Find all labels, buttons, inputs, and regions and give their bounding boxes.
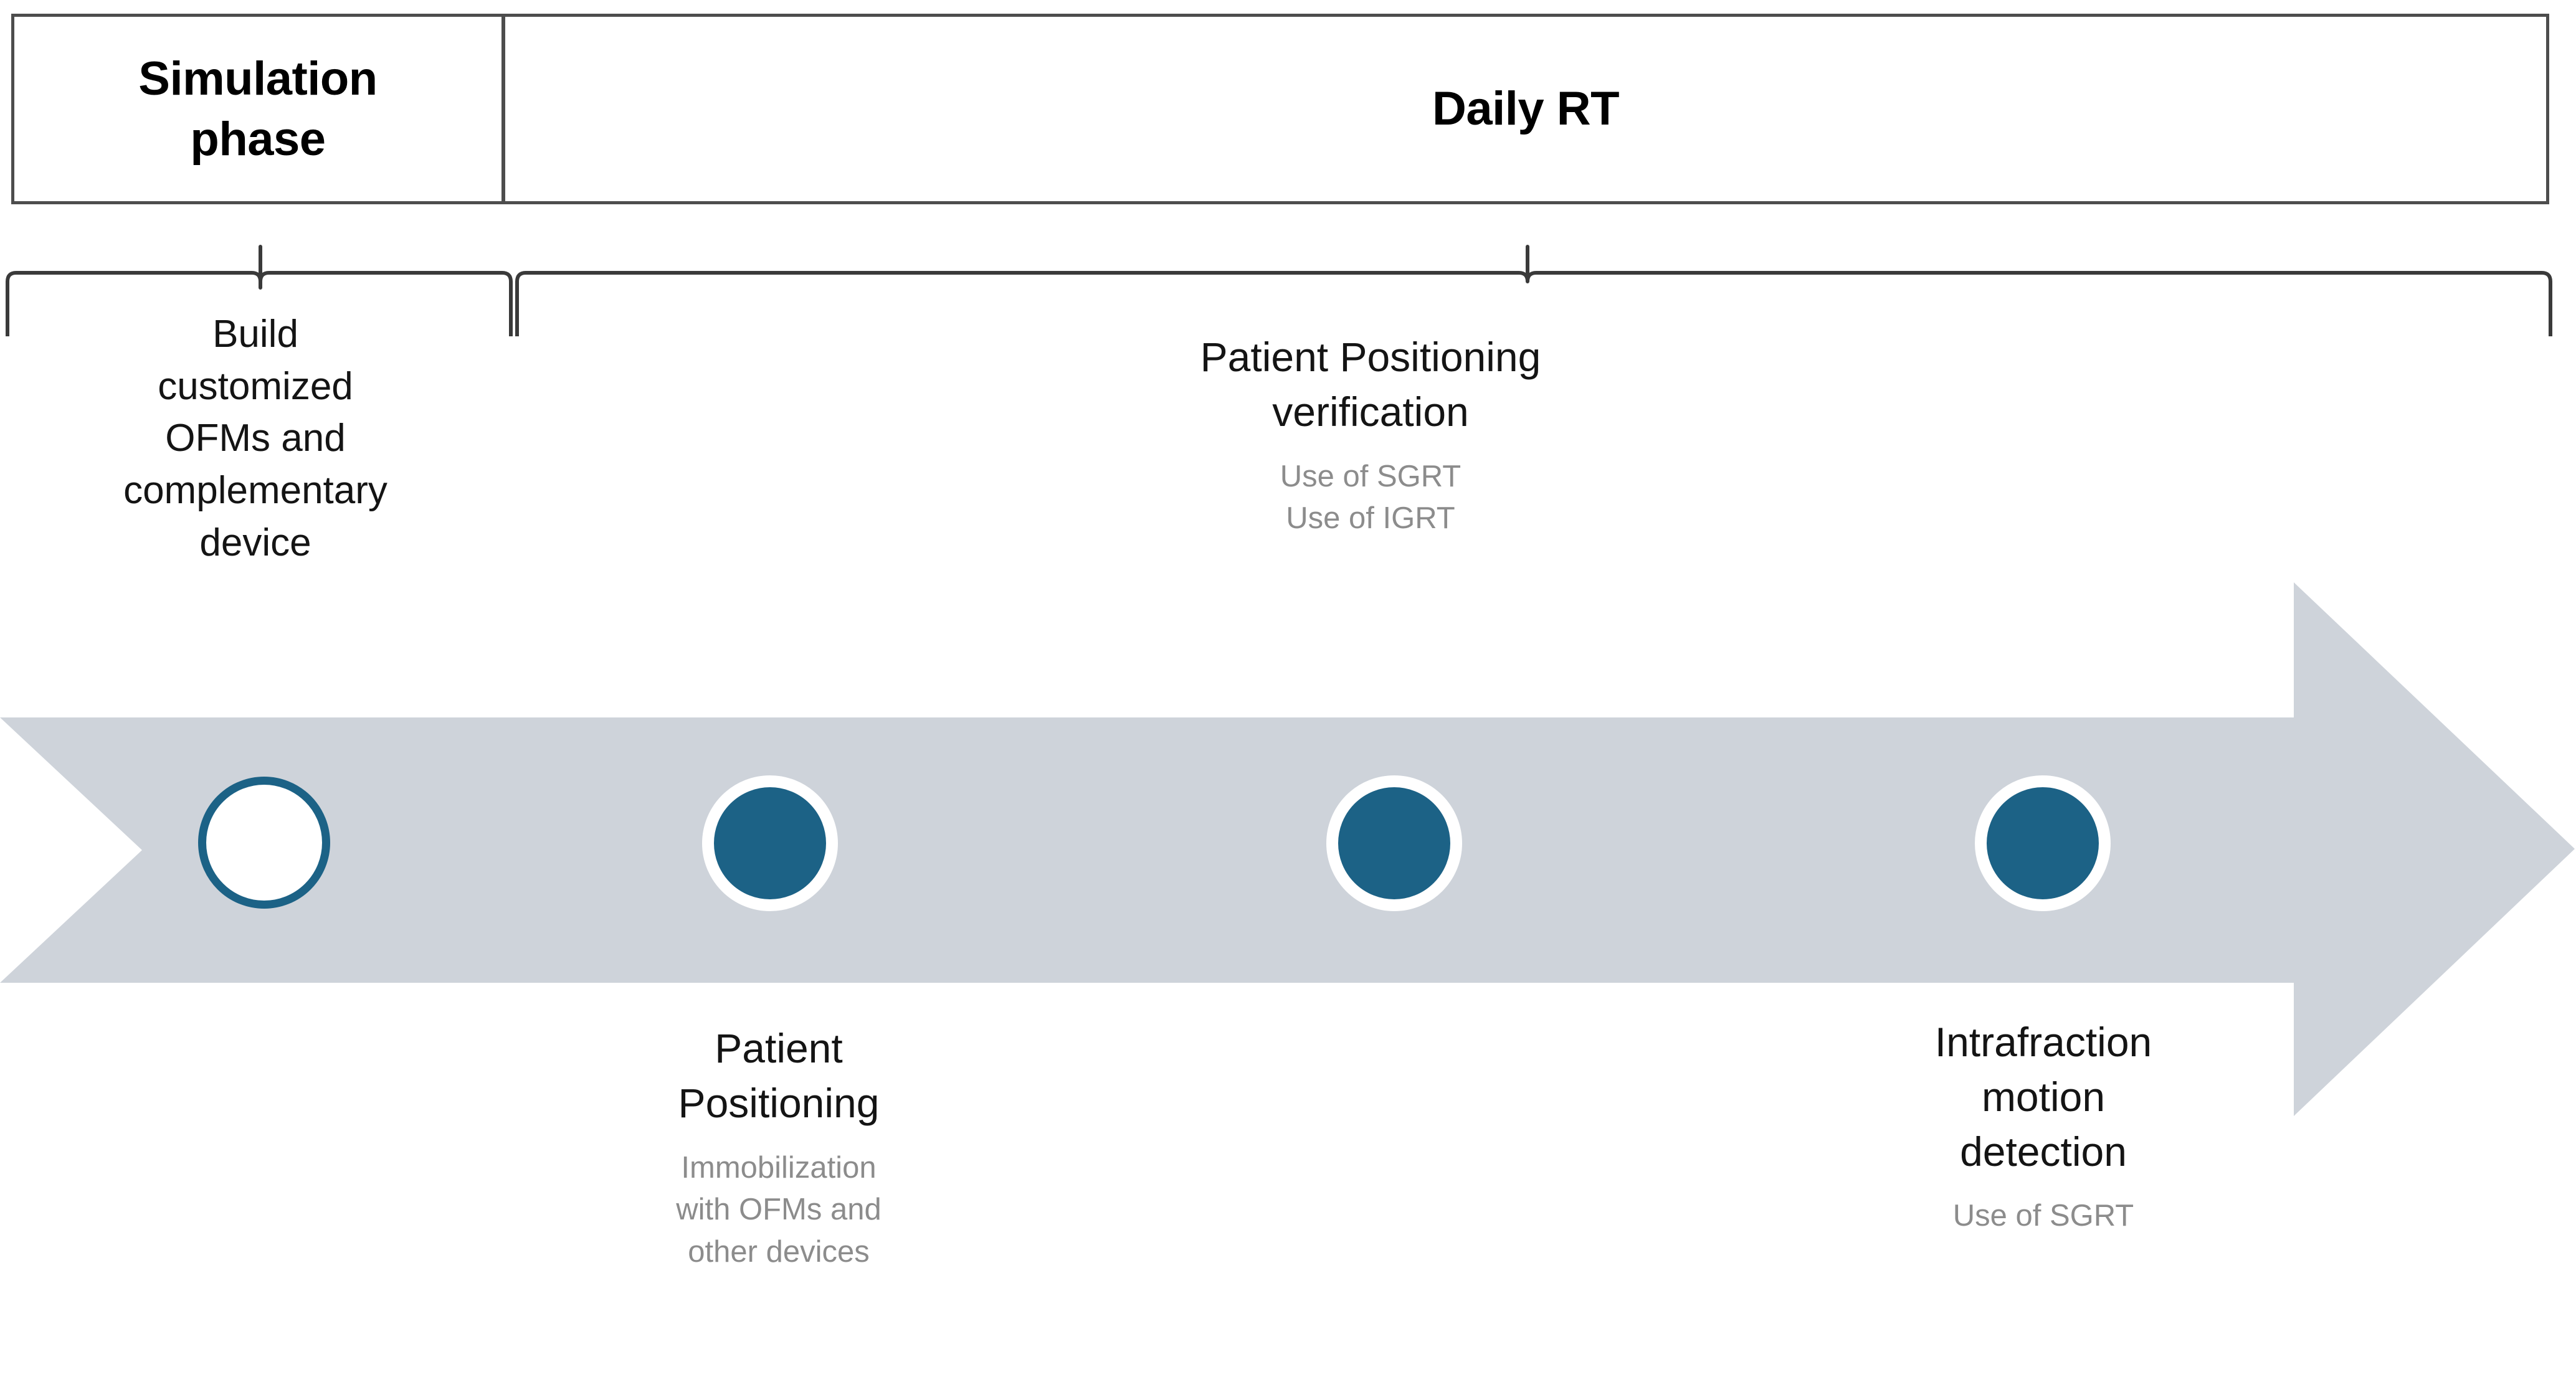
milestone-marker-intrafraction-motion[interactable] <box>1975 775 2111 911</box>
callout-positioning-verification: Patient Positioning verification Use of … <box>997 330 1744 540</box>
phase-title-simulation: Simulation phase <box>138 52 378 166</box>
callout-build: Build customized OFMs and complementary … <box>0 308 511 569</box>
phase-box-simulation: Simulation phase <box>11 14 505 204</box>
timeline-arrow-icon <box>0 582 2575 1116</box>
callout-patient-positioning: Patient Positioning Immobilization with … <box>548 1021 1009 1273</box>
callout-intrafraction-motion: Intrafraction motion detection Use of SG… <box>1825 1015 2261 1237</box>
brace-daily-rt <box>510 243 2565 336</box>
callout-intrafraction-motion-headline: Intrafraction motion detection <box>1934 1019 2152 1175</box>
milestone-marker-positioning-verification[interactable] <box>1326 775 1462 911</box>
phase-box-daily-rt: Daily RT <box>502 14 2549 204</box>
brace-daily-rt-icon <box>515 245 2552 336</box>
milestone-marker-build[interactable] <box>198 777 330 909</box>
callout-intrafraction-motion-sublines: Use of SGRT <box>1952 1199 2134 1233</box>
callout-patient-positioning-sublines: Immobilization with OFMs and other devic… <box>676 1150 882 1269</box>
callout-build-headline: Build customized OFMs and complementary … <box>123 313 387 564</box>
callout-positioning-verification-sublines: Use of SGRT Use of IGRT <box>1280 459 1461 536</box>
timeline-arrow <box>0 579 2576 1121</box>
milestone-marker-patient-positioning[interactable] <box>702 775 838 911</box>
callout-positioning-verification-headline: Patient Positioning verification <box>1200 334 1541 435</box>
phase-title-daily-rt: Daily RT <box>1432 82 1620 136</box>
callout-patient-positioning-headline: Patient Positioning <box>678 1025 880 1126</box>
